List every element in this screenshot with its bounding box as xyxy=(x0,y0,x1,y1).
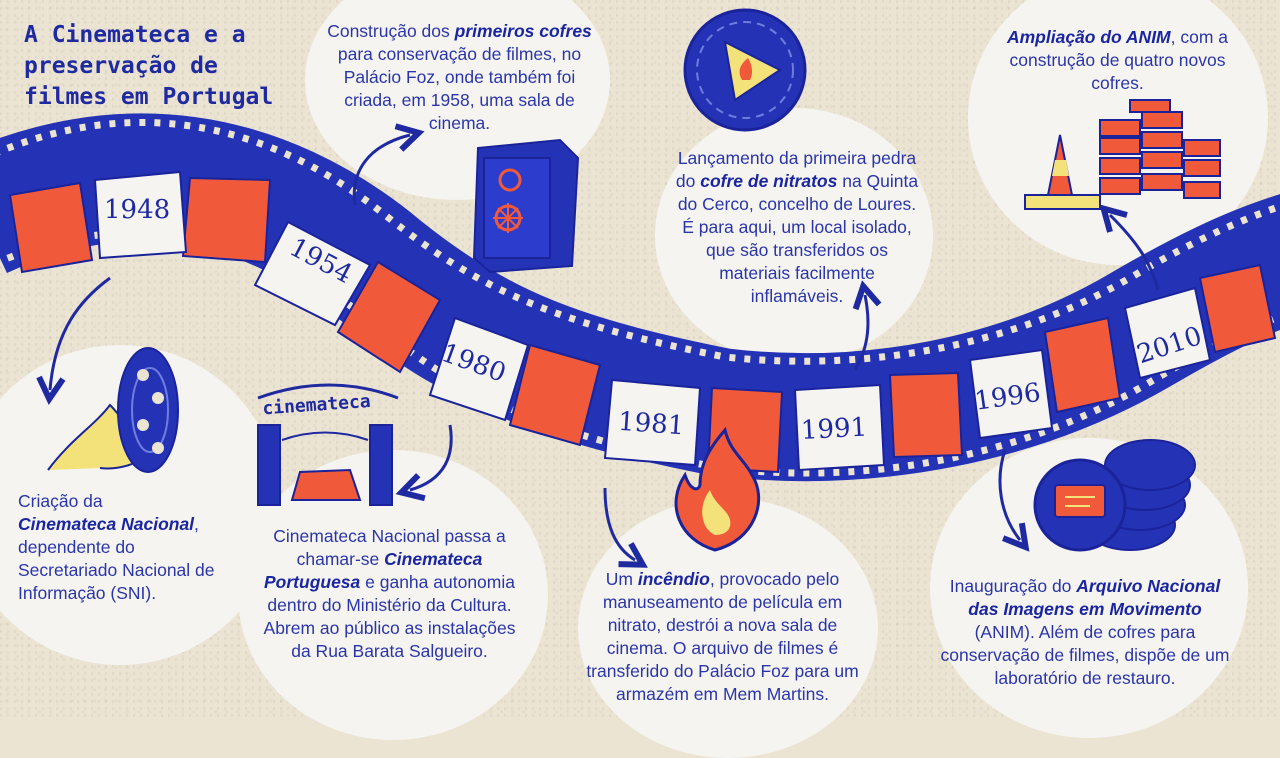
event-1948-text: Criação da Cinemateca Nacional, dependen… xyxy=(18,491,215,603)
year-1948: 1948 xyxy=(104,195,170,225)
arrow-1980 xyxy=(410,424,453,490)
film-reel-icon xyxy=(47,347,179,473)
traffic-cone-icon xyxy=(1024,134,1101,210)
year-1991: 1991 xyxy=(800,413,868,446)
arrow-1991 xyxy=(855,295,868,371)
arrow-1948 xyxy=(50,276,111,390)
frame-orange xyxy=(508,343,602,447)
frame-orange xyxy=(1198,263,1277,354)
event-1991-text: Lançamento da primeira pedra do cofre de… xyxy=(675,148,919,306)
event-1980-text: Cinemateca Nacional passa a chamar-se Ci… xyxy=(263,526,516,661)
arrow-2010 xyxy=(1110,215,1160,291)
bubble-1991 xyxy=(655,108,933,363)
gate-sign-text: cinemateca xyxy=(262,391,372,420)
frame-orange xyxy=(888,371,964,459)
illustration-layer: 1948 1954 1980 1981 1991 1996 2010 cinem… xyxy=(0,8,1280,720)
arrow-1954 xyxy=(352,135,410,206)
frame-orange xyxy=(336,260,442,374)
event-2010-text: Ampliação do ANIM, com a construção de q… xyxy=(1006,27,1229,93)
event-1954-text: Construção dos primeiros cofres para con… xyxy=(327,21,592,133)
frame-1996 xyxy=(968,348,1054,440)
frame-1981 xyxy=(603,378,702,467)
frame-1991 xyxy=(793,383,886,472)
frame-2010 xyxy=(1123,286,1212,380)
frame-1954 xyxy=(253,220,372,327)
nitrate-canister-icon xyxy=(683,8,807,132)
cinemateca-gate-icon xyxy=(257,383,399,506)
frame-orange xyxy=(8,181,94,274)
frame-orange xyxy=(181,176,272,264)
frame-1948 xyxy=(93,170,188,260)
arrow-1996 xyxy=(998,449,1020,540)
page-title: A Cinemateca e a preservação de filmes e… xyxy=(24,22,274,110)
year-1981: 1981 xyxy=(617,407,685,442)
frame-1980 xyxy=(428,316,530,422)
safe-icon xyxy=(472,138,580,274)
arrow-1981 xyxy=(603,487,635,560)
film-cans-stack-icon xyxy=(1033,439,1196,552)
frame-orange xyxy=(1043,316,1122,414)
event-1981-text: Um incêndio, provocado pelo manuseamento… xyxy=(586,569,859,704)
flame-icon xyxy=(674,426,761,552)
event-1996-text: Inauguração do Arquivo Nacional das Imag… xyxy=(940,576,1230,688)
bricks-icon xyxy=(1099,99,1221,199)
